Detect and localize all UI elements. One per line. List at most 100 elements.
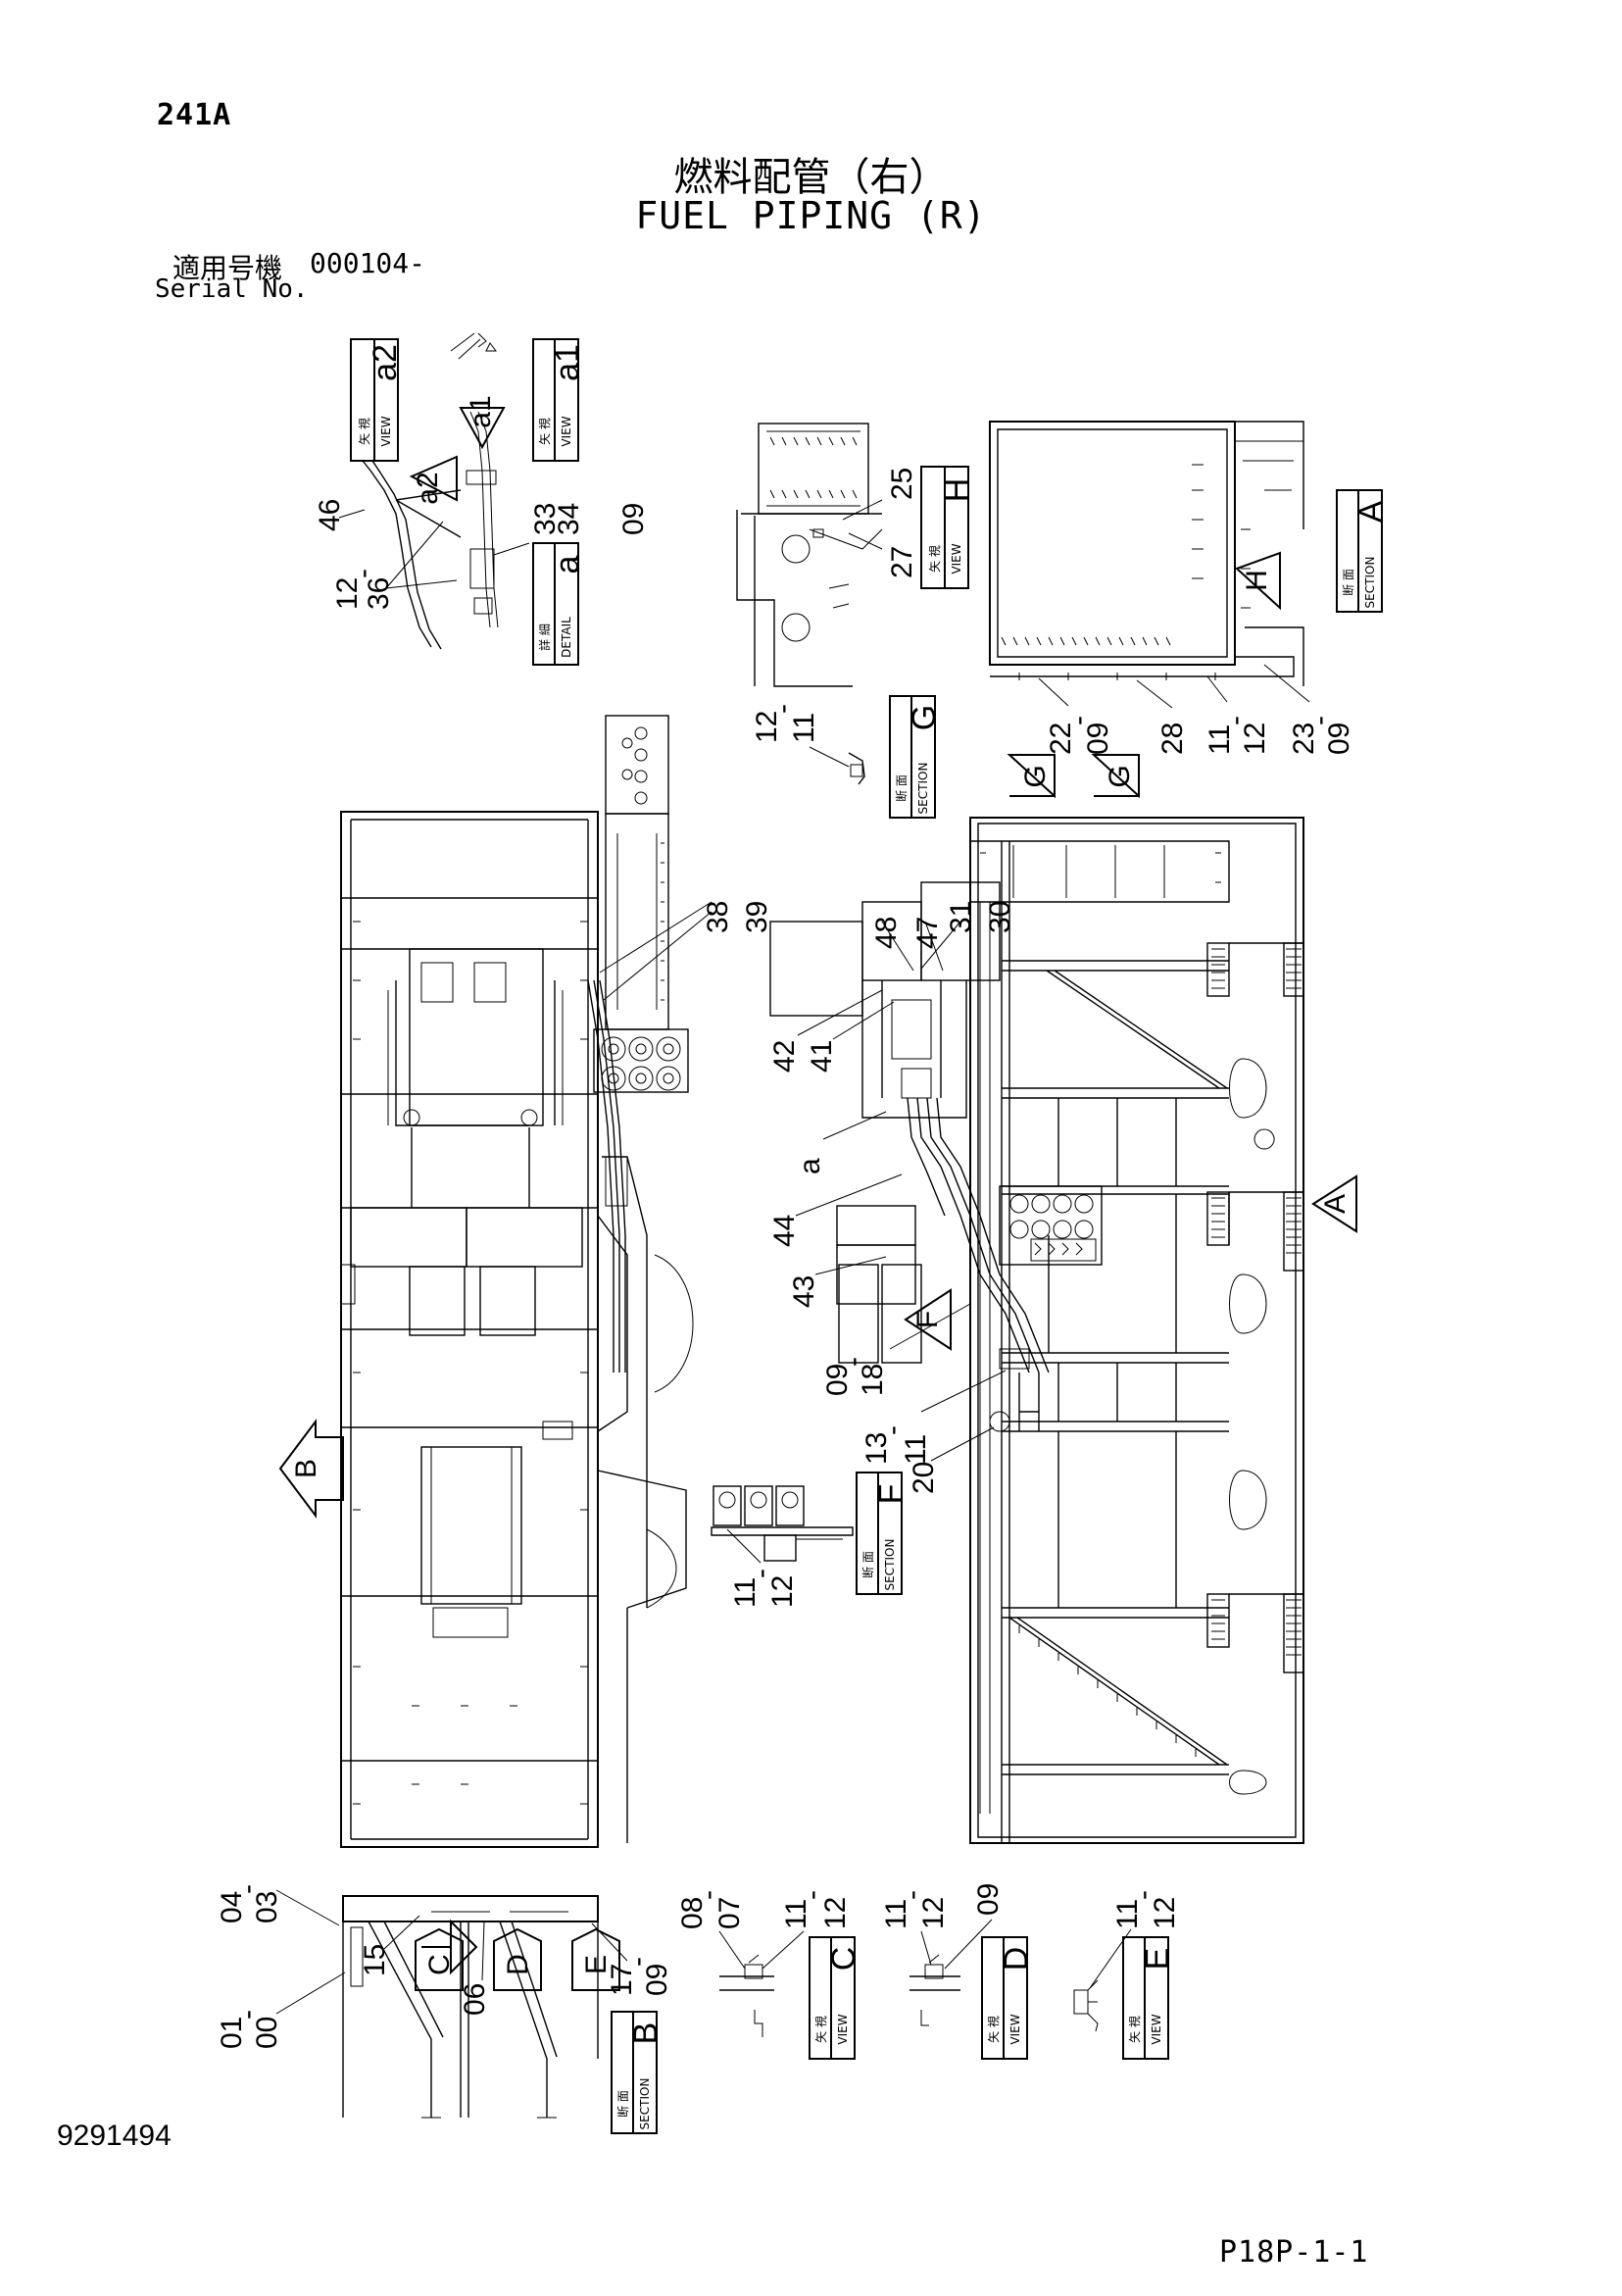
title-english: FUEL PIPING (R) xyxy=(635,194,987,237)
callout-31: 31 xyxy=(945,901,977,933)
svg-text:VIEW: VIEW xyxy=(950,543,963,574)
callout-42: 42 xyxy=(768,1040,801,1073)
svg-text:断 面: 断 面 xyxy=(1341,569,1355,596)
svg-text:F: F xyxy=(872,1484,909,1505)
callout-12: 12 xyxy=(766,1575,799,1608)
callout-dash: - xyxy=(347,569,379,578)
svg-text:矢 視: 矢 視 xyxy=(357,418,371,445)
callout-11: 11 xyxy=(1204,724,1236,755)
view-e-tag: E 矢 視 VIEW xyxy=(1122,1936,1176,2060)
right-frame-assembly xyxy=(969,817,1304,1844)
callout-dash: - xyxy=(692,1890,724,1900)
view-g-marker-right: G xyxy=(1091,754,1140,799)
section-g-drawing xyxy=(848,752,865,785)
callout-11: 11 xyxy=(900,1434,932,1465)
view-c-tag: C 矢 視 VIEW xyxy=(809,1936,862,2060)
callout-48: 48 xyxy=(870,917,903,949)
view-a2-tag: a2 矢 視 VIEW xyxy=(350,338,404,462)
svg-text:SECTION: SECTION xyxy=(638,2078,652,2130)
view-c-marker: C xyxy=(415,1919,478,1991)
svg-text:DETAIL: DETAIL xyxy=(560,617,573,658)
svg-text:矢 視: 矢 視 xyxy=(537,418,552,445)
svg-text:E: E xyxy=(580,1955,613,1974)
callout-17: 17 xyxy=(606,1964,638,1996)
svg-text:G: G xyxy=(906,705,943,730)
callout-dash: - xyxy=(796,1890,828,1900)
callout-a: a xyxy=(794,1158,826,1174)
view-c-drawing xyxy=(719,1954,774,2037)
callout-dash: - xyxy=(231,2010,264,2020)
callout-dash: - xyxy=(837,1357,869,1367)
svg-text:A: A xyxy=(1319,1194,1352,1214)
svg-text:H: H xyxy=(1241,570,1273,591)
serial-label-english: Serial No. xyxy=(155,275,309,304)
svg-text:SECTION: SECTION xyxy=(1363,557,1377,609)
callout-43: 43 xyxy=(788,1275,820,1308)
left-frame-assembly xyxy=(340,811,599,1848)
page-number: 241A xyxy=(157,98,232,132)
callout-27: 27 xyxy=(886,546,918,578)
view-h-marker: H xyxy=(1235,551,1281,611)
svg-text:a2: a2 xyxy=(367,344,404,381)
svg-text:断 面: 断 面 xyxy=(860,1551,875,1578)
svg-text:矢 視: 矢 視 xyxy=(813,2016,828,2043)
callout-41: 41 xyxy=(806,1040,838,1073)
callout-11: 11 xyxy=(780,1899,812,1929)
fuel-pump-block xyxy=(769,881,1103,1432)
callout-09: 09 xyxy=(1323,723,1355,755)
callout-25: 25 xyxy=(886,468,918,500)
callout-33: 33 xyxy=(529,503,562,535)
callout-09: 09 xyxy=(617,503,650,535)
svg-text:VIEW: VIEW xyxy=(560,416,573,446)
callout-dash: - xyxy=(876,1425,909,1435)
callout-23: 23 xyxy=(1288,723,1320,755)
svg-text:F: F xyxy=(911,1311,944,1328)
section-a-drawing xyxy=(989,421,1304,686)
callout-34: 34 xyxy=(553,503,585,535)
callout-39: 39 xyxy=(741,901,773,933)
callout-12: 12 xyxy=(917,1897,950,1929)
view-d-drawing xyxy=(909,1954,960,2026)
callout-18: 18 xyxy=(857,1364,889,1396)
view-b-marker: B xyxy=(278,1419,344,1519)
filter-head-block xyxy=(593,1028,689,1093)
view-a1-tag: a1 矢 視 VIEW xyxy=(532,338,586,462)
callout-22: 22 xyxy=(1045,723,1077,755)
callout-09: 09 xyxy=(821,1364,854,1396)
section-a-tag: A 断 面 SECTION xyxy=(1336,489,1390,613)
callout-dash: - xyxy=(766,704,799,714)
svg-text:G: G xyxy=(1019,765,1052,787)
section-f-drawing xyxy=(711,1485,854,1562)
callout-36: 36 xyxy=(363,577,395,610)
callout-38: 38 xyxy=(702,901,734,933)
view-f-marker: F xyxy=(904,1288,952,1351)
callout-11: 11 xyxy=(1111,1899,1144,1929)
callout-30: 30 xyxy=(984,901,1016,933)
left-track-outline xyxy=(597,1156,694,1843)
callout-44: 44 xyxy=(768,1215,801,1247)
callout-dash: - xyxy=(1062,716,1095,725)
callout-03: 03 xyxy=(251,1891,283,1923)
view-d-marker: D xyxy=(493,1927,542,1991)
callout-08: 08 xyxy=(676,1897,709,1929)
callout-12: 12 xyxy=(331,577,364,610)
callout-20: 20 xyxy=(908,1462,940,1494)
svg-text:D: D xyxy=(998,1947,1035,1972)
svg-text:詳 細: 詳 細 xyxy=(537,624,552,651)
title-japanese: 燃料配管（右） xyxy=(673,155,949,200)
svg-text:E: E xyxy=(1139,1948,1176,1971)
detail-a-assembly xyxy=(362,332,499,650)
callout-12: 12 xyxy=(1149,1897,1181,1929)
callout-07: 07 xyxy=(713,1897,746,1929)
svg-text:C: C xyxy=(423,1954,456,1975)
svg-text:G: G xyxy=(1104,765,1136,787)
serial-value: 000104- xyxy=(310,247,426,279)
view-e-drawing xyxy=(1073,1979,1099,2032)
callout-11: 11 xyxy=(729,1577,762,1608)
svg-text:D: D xyxy=(502,1954,534,1975)
svg-text:矢 視: 矢 視 xyxy=(927,545,942,573)
svg-text:a: a xyxy=(549,555,586,574)
section-f-tag: F 断 面 SECTION xyxy=(856,1472,909,1595)
callout-09: 09 xyxy=(972,1883,1005,1916)
